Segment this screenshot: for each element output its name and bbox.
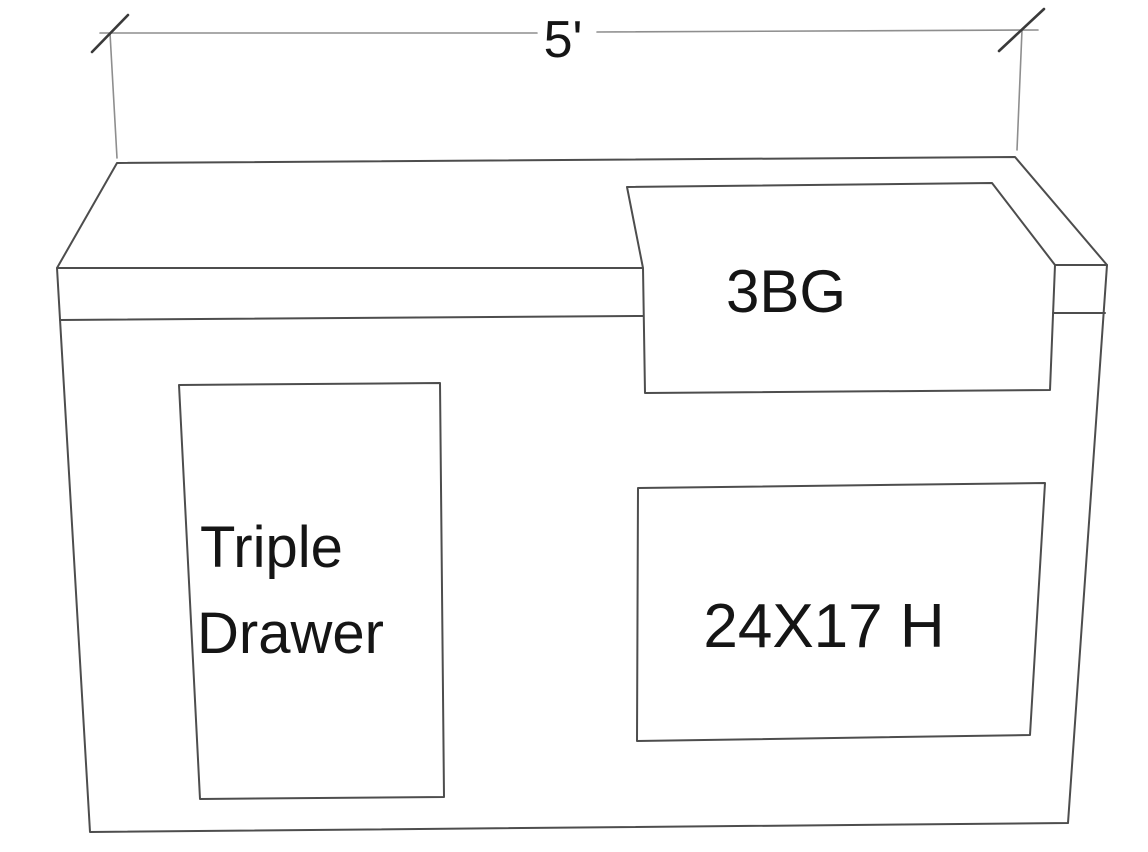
tick-slash-right [997, 7, 1046, 53]
geometry-lines [56, 156, 1108, 833]
dimension-ticks [90, 7, 1046, 54]
triple-drawer-outline [178, 382, 445, 800]
dimension-lines [99, 29, 1039, 159]
cooktop-label: 3BG [726, 258, 846, 325]
door-size-label: 24X17 H [703, 592, 944, 661]
counter-band-bottom-left [59, 315, 644, 321]
triple-drawer-label-line2: Drawer [197, 601, 384, 666]
triple-drawer-label-line1: Triple [200, 515, 343, 580]
dimension-line-right-segment [596, 29, 1039, 33]
cabinet-outline [56, 156, 1108, 833]
labels: 5' 3BG Triple Drawer 24X17 H [197, 11, 945, 666]
extension-line-left [109, 32, 118, 159]
tick-slash-left [90, 13, 130, 54]
dimension-label: 5' [544, 11, 583, 69]
extension-line-right [1016, 29, 1023, 151]
cooktop-panel-outline [626, 182, 1056, 394]
door-24x17-outline [636, 482, 1046, 742]
